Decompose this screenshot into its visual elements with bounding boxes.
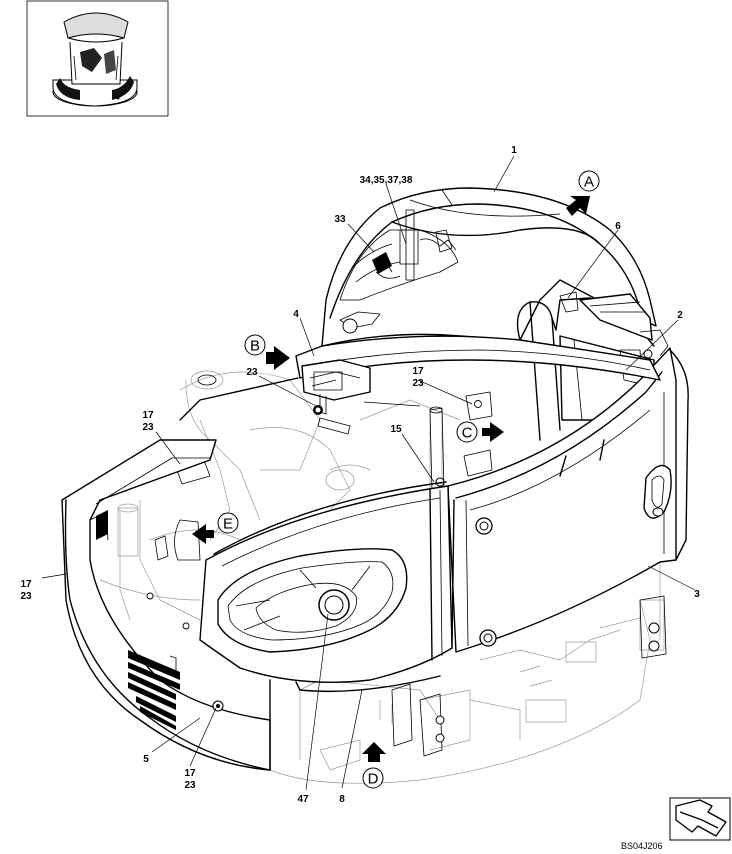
label-17-d: 17 <box>20 579 32 590</box>
label-4: 4 <box>293 309 299 320</box>
vent-grille <box>96 510 180 730</box>
label-2: 2 <box>677 310 683 321</box>
view-marker-a-letter: A <box>584 174 594 191</box>
label-17-b: 17 <box>412 366 424 377</box>
mounting-bracket <box>301 359 421 435</box>
label-33: 33 <box>334 214 346 225</box>
part-labels: 1 34,35,37,38 6 33 4 2 23 17 23 17 23 15… <box>20 145 700 805</box>
thumbnail-overview-icon <box>26 0 169 117</box>
label-8: 8 <box>339 794 345 805</box>
label-47: 47 <box>297 794 309 805</box>
label-17-e: 17 <box>184 768 196 779</box>
rear-top-cover <box>179 335 661 421</box>
upper-canopy-cover <box>321 187 657 347</box>
view-marker-b: B <box>244 334 266 356</box>
label-23-e: 23 <box>184 780 196 791</box>
label-3: 3 <box>694 589 700 600</box>
drawing-code: BS04J206 <box>621 841 663 851</box>
right-side-cover <box>447 347 689 653</box>
view-marker-d: D <box>362 767 384 789</box>
label-5: 5 <box>143 754 149 765</box>
label-23-b: 23 <box>412 378 424 389</box>
view-direction-arrow-icon <box>192 196 590 762</box>
next-page-arrow-icon[interactable] <box>669 797 731 841</box>
label-23-d: 23 <box>20 591 32 602</box>
leader-lines <box>41 155 696 791</box>
view-marker-a: A <box>578 170 600 192</box>
label-17-c: 17 <box>142 410 154 421</box>
view-marker-b-letter: B <box>250 338 260 355</box>
label-23-a: 23 <box>246 367 258 378</box>
view-marker-c-letter: C <box>462 425 473 442</box>
label-1: 1 <box>511 145 517 156</box>
view-marker-c: C <box>456 421 478 443</box>
label-23-c: 23 <box>142 422 154 433</box>
rear-counterweight-cover <box>61 439 271 771</box>
view-marker-d-letter: D <box>368 771 379 788</box>
view-marker-e: E <box>217 512 239 534</box>
label-34-35-37-38: 34,35,37,38 <box>360 175 413 186</box>
label-15: 15 <box>390 424 402 435</box>
lower-right-brackets <box>391 595 667 757</box>
label-6: 6 <box>615 221 621 232</box>
front-lower-panel <box>199 481 453 693</box>
view-marker-e-letter: E <box>223 516 233 533</box>
